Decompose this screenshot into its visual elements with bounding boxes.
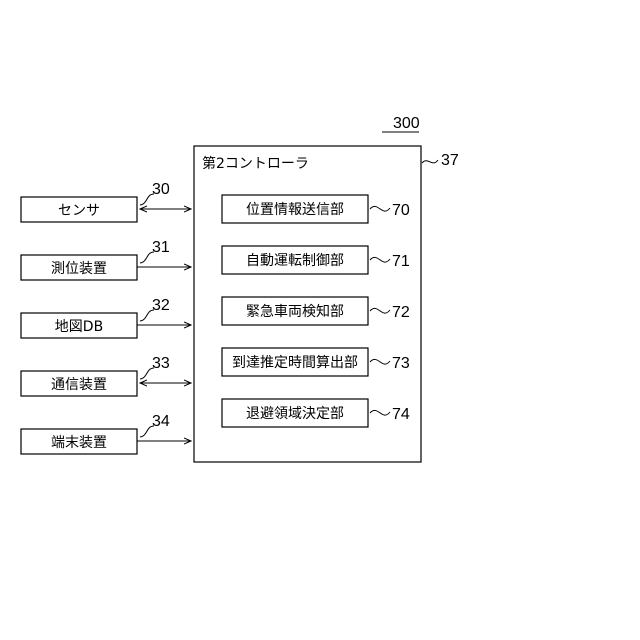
input-terminal-device: 端末装置 [21, 429, 137, 454]
module-evacuation-area-determiner: 退避領域決定部 74 [222, 399, 410, 427]
ref-number-30: 30 [152, 181, 170, 198]
module-ref-leader [370, 359, 390, 364]
input-map-db: 地図DB [21, 313, 137, 338]
figure-label: 300 [393, 115, 420, 132]
input-label: 通信装置 [51, 377, 107, 393]
module-label: 退避領域決定部 [246, 405, 344, 422]
module-ref-number: 74 [392, 406, 410, 423]
input-sensor: センサ [21, 197, 137, 222]
controller-ref-leader [422, 160, 438, 163]
input-label: センサ [58, 203, 100, 219]
controller-ref-number: 37 [441, 152, 459, 169]
ref-number-33: 33 [152, 355, 170, 372]
input-label: 測位装置 [51, 261, 107, 277]
module-label: 緊急車両検知部 [246, 303, 344, 320]
input-label: 地図DB [55, 319, 103, 335]
module-ref-leader [370, 206, 390, 211]
ref-number-34: 34 [152, 413, 170, 430]
module-autonomous-driving-controller: 自動運転制御部 71 [222, 246, 410, 274]
module-location-info-transmitter: 位置情報送信部 70 [222, 195, 410, 223]
module-ref-leader [370, 410, 390, 415]
module-ref-leader [370, 257, 390, 262]
module-emergency-vehicle-detector: 緊急車両検知部 72 [222, 297, 410, 325]
module-ref-number: 73 [392, 355, 410, 372]
input-positioning-device: 測位装置 [21, 255, 137, 280]
module-ref-number: 71 [392, 253, 410, 270]
input-label: 端末装置 [51, 435, 107, 451]
module-ref-leader [370, 308, 390, 313]
module-label: 位置情報送信部 [246, 202, 344, 218]
module-ref-number: 72 [392, 304, 410, 321]
module-ref-number: 70 [392, 202, 410, 219]
input-communication-device: 通信装置 [21, 371, 137, 396]
module-arrival-time-estimator: 到達推定時間算出部 73 [222, 348, 410, 376]
module-label: 到達推定時間算出部 [232, 355, 358, 371]
module-label: 自動運転制御部 [246, 253, 344, 269]
ref-number-31: 31 [152, 239, 170, 256]
ref-number-32: 32 [152, 297, 170, 314]
controller-title: 第2コントローラ [202, 155, 309, 172]
